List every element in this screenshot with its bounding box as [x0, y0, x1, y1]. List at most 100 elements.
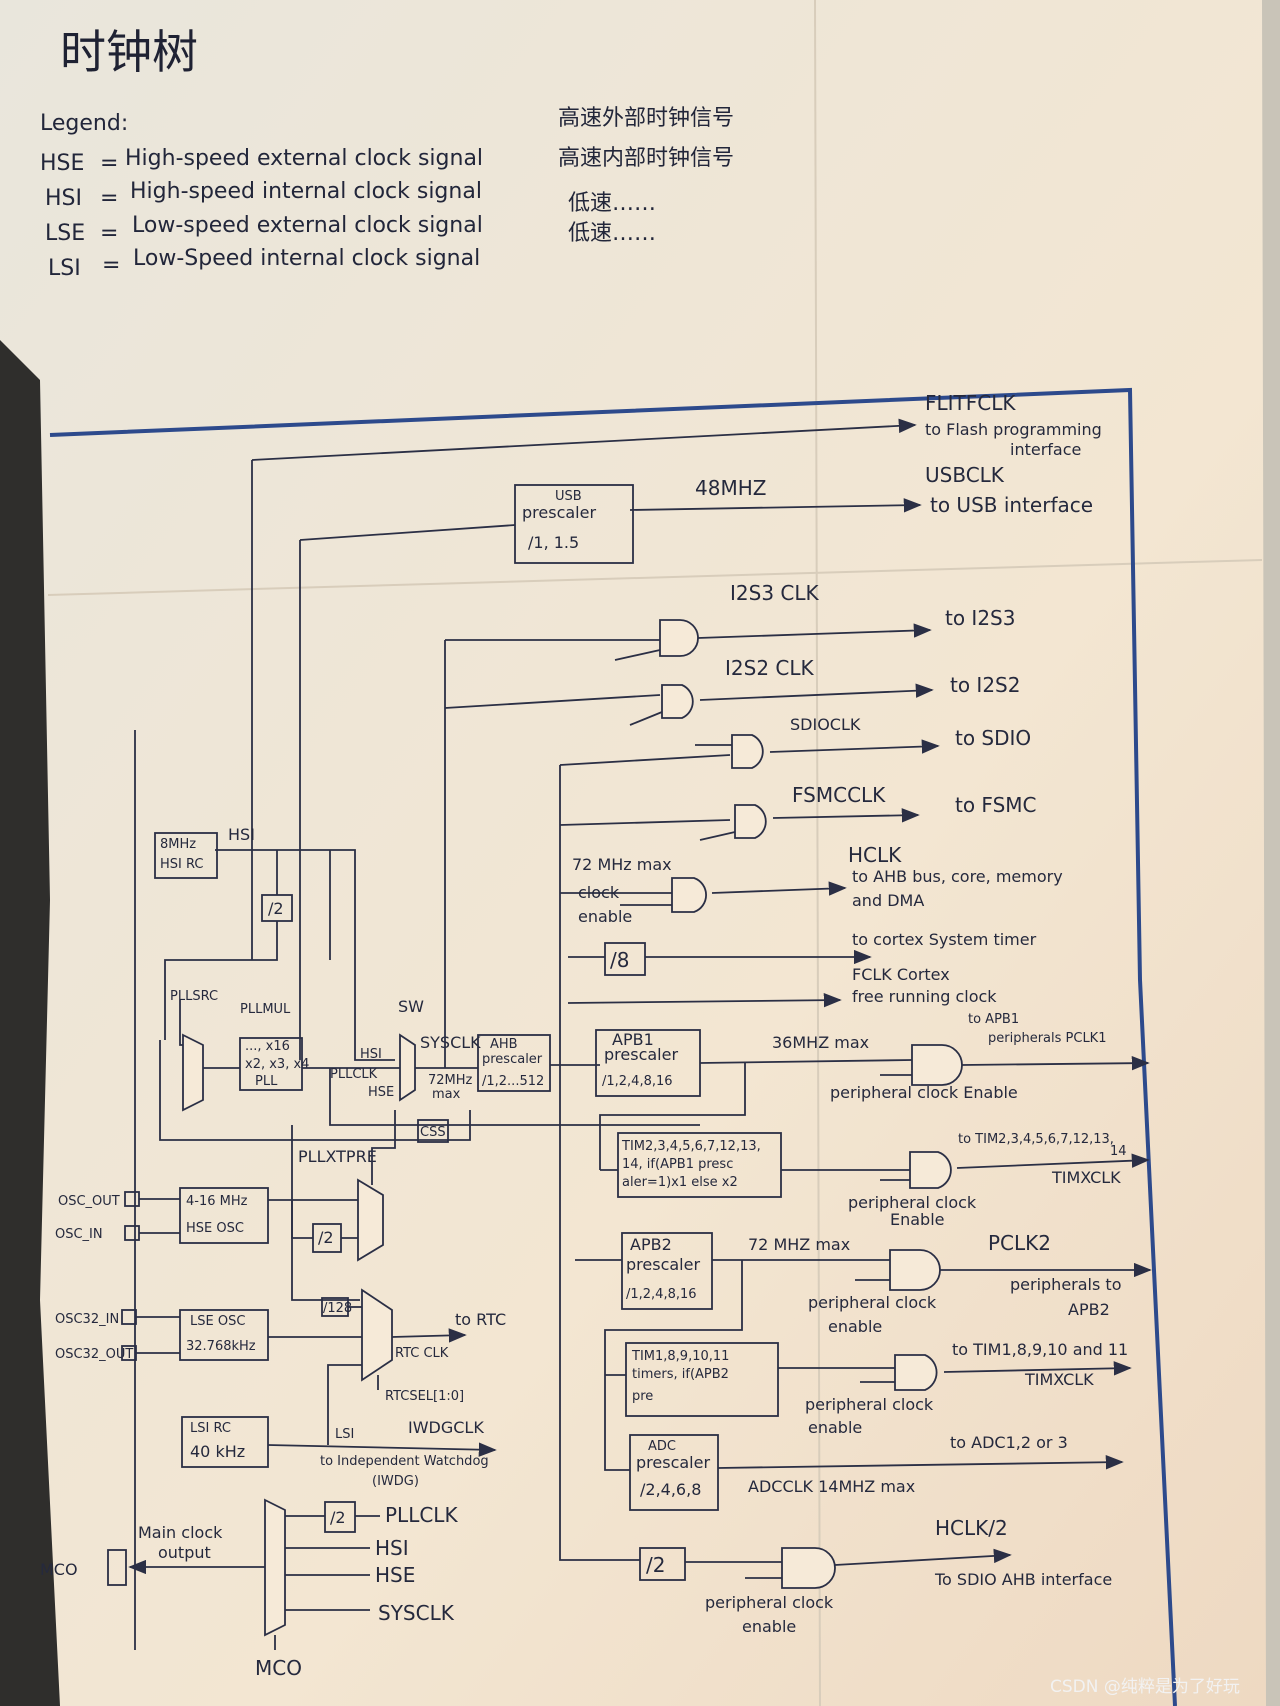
i2s3-gate — [659, 619, 699, 657]
svg-text:prescaler: prescaler — [604, 1045, 678, 1064]
pin-osc-out: OSC_OUT — [58, 1194, 120, 1209]
div128-block: /128 — [321, 1297, 352, 1317]
mco-mux — [264, 1498, 286, 1637]
svg-text:低速……: 低速…… — [568, 191, 656, 216]
rtc-mux — [361, 1288, 393, 1382]
sw-mux — [399, 1033, 416, 1102]
svg-text:TIM1,8,9,10,11: TIM1,8,9,10,11 — [631, 1349, 729, 1364]
hclk2-label: HCLK/2 — [935, 1516, 1008, 1540]
svg-text:aler=1)x1 else x2: aler=1)x1 else x2 — [622, 1175, 738, 1190]
svg-text:pre: pre — [632, 1389, 653, 1404]
svg-text:/2: /2 — [646, 1553, 665, 1577]
fsmc-gate — [734, 804, 767, 839]
mux-pllclk-label: PLLCLK — [330, 1067, 378, 1082]
svg-text:to USB interface: to USB interface — [930, 493, 1093, 517]
mux-hse-label: HSE — [368, 1085, 394, 1100]
svg-text:x2, x3, x4: x2, x3, x4 — [245, 1057, 309, 1072]
legend-row-lse: LSE = Low-speed external clock signal 低速… — [45, 191, 656, 246]
svg-text:48MHZ: 48MHZ — [695, 476, 766, 500]
hclk-to-line1: to AHB bus, core, memory — [852, 867, 1063, 886]
fclk-line2: free running clock — [852, 987, 997, 1006]
hclk-enable-line1: clock — [578, 883, 620, 902]
legend-row-lsi: LSI = Low-Speed internal clock signal 低速… — [48, 221, 656, 281]
apb2-prescaler-block: APB2 prescaler /1,2,4,8,16 — [621, 1232, 713, 1310]
lsi-rc-block: LSI RC 40 kHz — [181, 1416, 269, 1468]
page-title: 时钟树 — [60, 25, 198, 79]
main-clock-output-line1: Main clock — [138, 1523, 223, 1542]
pclk1-line1: to APB1 — [968, 1012, 1019, 1027]
output-usbclk: 48MHZ USBCLK to USB interface — [695, 463, 1093, 517]
pclk2-line2: APB2 — [1068, 1300, 1110, 1319]
apb2-enable2: enable — [828, 1317, 882, 1336]
svg-text:APB1: APB1 — [612, 1030, 654, 1049]
legend-heading: Legend: — [40, 111, 128, 136]
timxclk2-name: TIMXCLK — [1024, 1370, 1094, 1389]
i2s2-clk-label: I2S2 CLK — [725, 656, 815, 680]
svg-text:prescaler: prescaler — [482, 1052, 543, 1067]
to-fsmc-label: to FSMC — [955, 793, 1037, 817]
pclk2-line1: peripherals to — [1010, 1275, 1121, 1294]
output-flitfclk: FLITFCLK to Flash programming interface — [925, 391, 1102, 459]
svg-text:高速内部时钟信号: 高速内部时钟信号 — [558, 146, 734, 171]
svg-text:HSI RC: HSI RC — [160, 857, 203, 872]
hclk2-gate — [781, 1547, 836, 1589]
svg-text:PLL: PLL — [255, 1074, 278, 1089]
svg-text:/2: /2 — [330, 1508, 346, 1527]
svg-text:=: = — [102, 253, 120, 278]
svg-text:APB2: APB2 — [630, 1235, 672, 1254]
svg-text:8MHz: 8MHz — [160, 837, 196, 852]
svg-text:CSS: CSS — [420, 1125, 446, 1140]
pllmul-label: PLLMUL — [240, 1002, 291, 1017]
svg-text:/8: /8 — [610, 948, 629, 972]
svg-text:ADC: ADC — [648, 1439, 676, 1454]
svg-text:timers, if(APB2: timers, if(APB2 — [632, 1367, 729, 1382]
hclk-label: HCLK — [848, 843, 902, 867]
timxclk1-name: TIMXCLK — [1051, 1168, 1121, 1187]
systick-label: to cortex System timer — [852, 930, 1037, 949]
div2-sdio-block: /2 — [639, 1547, 686, 1581]
hse-osc-block: 4-16 MHz HSE OSC — [179, 1187, 269, 1244]
mco-pin-pad — [107, 1549, 127, 1586]
pin-osc32-out: OSC32_OUT — [55, 1347, 133, 1362]
svg-text:=: = — [100, 221, 118, 246]
pll-block: ..., x16 x2, x3, x4 PLL — [239, 1037, 309, 1091]
svg-text:LSI: LSI — [48, 256, 81, 281]
pclk2-name: PCLK2 — [988, 1231, 1051, 1255]
svg-text:高速外部时钟信号: 高速外部时钟信号 — [558, 106, 734, 131]
svg-text:Low-Speed internal clock signa: Low-Speed internal clock signal — [133, 246, 480, 271]
main-clock-output-line2: output — [158, 1543, 211, 1562]
i2s2-gate — [661, 684, 694, 719]
rtcclk-label: RTC CLK — [395, 1346, 449, 1361]
tim-apb1-gate — [909, 1151, 952, 1189]
svg-text:/2: /2 — [318, 1228, 334, 1247]
apb1-enable-label: peripheral clock Enable — [830, 1083, 1018, 1102]
timxclk2-enable2: enable — [808, 1418, 862, 1437]
hsi-rc-block: 8MHz HSI RC — [154, 832, 218, 879]
svg-text:Low-speed external clock signa: Low-speed external clock signal — [132, 213, 483, 238]
hclk2-enable1: peripheral clock — [705, 1593, 834, 1612]
svg-text:AHB: AHB — [490, 1037, 518, 1052]
legend-row-hsi: HSI = High-speed internal clock signal 高… — [45, 146, 734, 211]
svg-text:/2,4,6,8: /2,4,6,8 — [640, 1480, 701, 1499]
hclk-gate — [671, 877, 707, 913]
svg-text:LSE OSC: LSE OSC — [190, 1314, 245, 1329]
legend-row-hse: HSE = High-speed external clock signal 高… — [40, 106, 734, 176]
svg-text:High-speed internal clock sign: High-speed internal clock signal — [130, 179, 482, 204]
adc-prescaler-block: ADC prescaler /2,4,6,8 — [629, 1434, 719, 1511]
svg-text:HSE OSC: HSE OSC — [186, 1221, 244, 1236]
div2-mco-block: /2 — [324, 1501, 356, 1533]
apb1-max-label: 36MHZ max — [772, 1033, 869, 1052]
pllsrc-label: PLLSRC — [170, 989, 218, 1004]
svg-text:/1,2,4,8,16: /1,2,4,8,16 — [602, 1074, 673, 1089]
svg-text:/1, 1.5: /1, 1.5 — [528, 533, 579, 552]
max72-line1: 72MHz — [428, 1073, 473, 1088]
sw-label: SW — [398, 997, 424, 1016]
svg-text:/1,2...512: /1,2...512 — [482, 1074, 544, 1089]
timxclk2-enable1: peripheral clock — [805, 1395, 934, 1414]
tim-apb1-block: TIM2,3,4,5,6,7,12,13, 14, if(APB1 presc … — [617, 1132, 782, 1198]
svg-text:to Flash programming: to Flash programming — [925, 420, 1102, 439]
pllxtpre-label: PLLXTPRE — [298, 1147, 377, 1166]
svg-text:prescaler: prescaler — [626, 1255, 700, 1274]
pllsrc-mux — [182, 1033, 204, 1112]
